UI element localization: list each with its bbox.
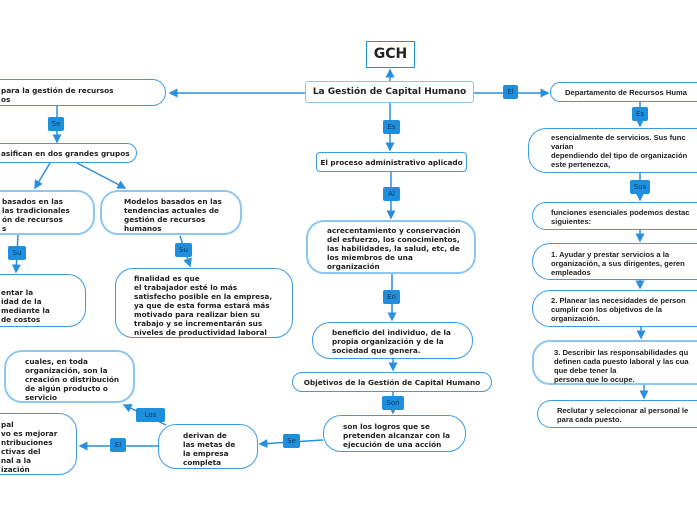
services-node[interactable]: esencialmente de servicios. Sus func var… [528,128,697,173]
label-en: En [383,290,400,304]
function-3-node[interactable]: 3. Describir las responsabilidades qu de… [532,340,697,385]
principal-node[interactable]: pal vo es mejorar ntribuciones ctivas de… [0,413,77,475]
label-los: Los [136,408,165,422]
gch-title[interactable]: GCH [366,41,415,68]
label-se: Se [48,117,64,131]
label-son: Son [382,396,404,410]
process-node[interactable]: El proceso administrativo aplicado [316,152,467,172]
label-el: El [503,85,518,99]
derive-node[interactable]: derivan de las metas de la empresa compl… [158,424,258,469]
label-es: Es [632,107,648,121]
label-al: Al [383,187,400,201]
label-se: Se [283,434,300,448]
benefit-node[interactable]: beneficio del individuo, de la propia or… [312,322,473,359]
groups-node[interactable]: asifican en dos grandes grupos [0,143,137,163]
growth-node[interactable]: acrecentamiento y conservación del esfue… [306,220,476,274]
traditional-goal-node[interactable]: entar la idad de la mediante la de costo… [0,274,86,327]
function-2-node[interactable]: 2. Planear las necesidades de person cum… [532,290,697,327]
functions-node[interactable]: funciones esenciales podemos destac sigu… [532,202,697,230]
traditional-models-node[interactable]: basados en las las tradicionales ón de r… [0,190,95,235]
label-es: Es [383,120,400,134]
main-topic[interactable]: La Gestión de Capital Humano [305,81,474,103]
function-4-node[interactable]: Reclutar y seleccionar al personal le pa… [537,400,697,428]
function-1-node[interactable]: 1. Ayudar y prestar servicios a la organ… [532,243,697,280]
hr-department-node[interactable]: Departamento de Recursos Huma [550,82,697,102]
achievements-node[interactable]: son los logros que se pretenden alcanzar… [323,415,466,452]
modern-models-node[interactable]: Modelos basados en las tendencias actual… [100,190,242,235]
label-sus: Sus [630,180,650,194]
label-su: Su [175,243,192,257]
objectives-node[interactable]: Objetivos de la Gestión de Capital Human… [292,372,492,392]
cuales-node[interactable]: cuales, en toda organización, son la cre… [4,350,135,403]
left-top-node[interactable]: para la gestión de recursos os [0,79,166,106]
modern-goal-node[interactable]: finalidad es que el trabajador esté lo m… [115,268,293,338]
label-su: Su [8,246,26,260]
label-el: El [110,438,126,452]
